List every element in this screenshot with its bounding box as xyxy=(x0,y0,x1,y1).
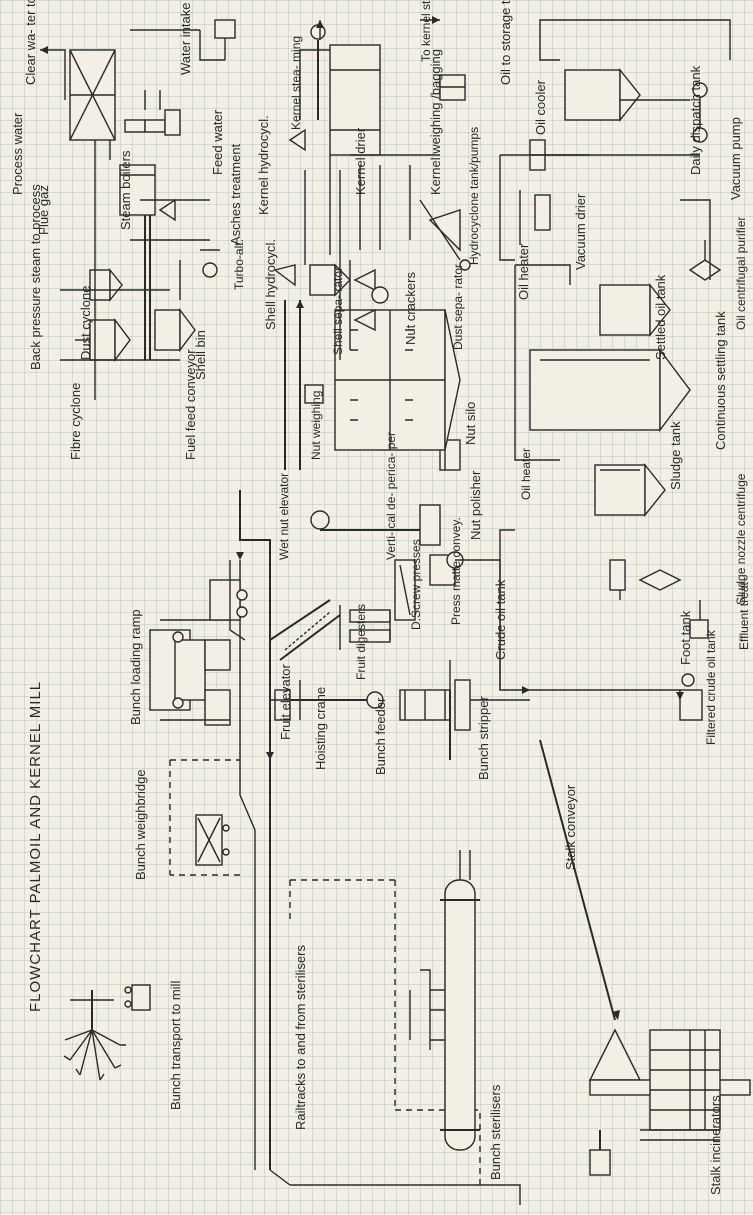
filtered-crude-oil-tank xyxy=(680,674,702,720)
label-nut-polisher: Nut polisher xyxy=(468,470,483,540)
daily-dispatch-tank xyxy=(565,70,640,120)
label-fibre-cyclone: Fibre cyclone xyxy=(68,383,83,460)
label-daily-dispatch-tank: Daily dispatch tank xyxy=(688,65,703,175)
label-to-kernel-storage: To kernel storage xyxy=(419,0,433,62)
filtered-oil-line xyxy=(530,690,680,700)
feed-water-tanks xyxy=(125,110,180,135)
label-continuous-settling-tank: Continuous settling tank xyxy=(713,311,728,450)
bottom-rail-loop xyxy=(270,1170,520,1205)
label-railtracks: Railtracks to and from sterilisers xyxy=(293,945,308,1130)
label-kernel-hydrocycl: Kernel hydrocycl. xyxy=(256,115,271,215)
turbo-alternator xyxy=(200,250,220,277)
label-bunch-stripper: Bunch stripper xyxy=(476,696,491,780)
water-intake xyxy=(215,20,235,60)
label-filtered-crude-oil-tank: Filtered crude oil tank xyxy=(704,629,718,745)
label-wet-nut-elevator: Wet nut elevator xyxy=(277,473,291,560)
label-process-water: Process water xyxy=(10,112,25,195)
label-turbo-alt: Turbo-alt. xyxy=(232,239,246,290)
label-oil-cooler: Oil cooler xyxy=(533,79,548,135)
continuous-settling-tank xyxy=(530,350,690,430)
label-kernel-weighing-bagging: Kernel weighing /bagging xyxy=(428,49,443,195)
label-kernel-steaming: Kernel stea- ming xyxy=(289,36,303,130)
label-hydrocyclone-tank: Hydrocyclone tank/pumps xyxy=(467,127,481,265)
stalk-conveyor-line xyxy=(540,740,615,1020)
label-nut-silo: Nut silo xyxy=(463,402,478,445)
label-oil-to-storage-tank: Oil to storage tank xyxy=(498,0,513,85)
label-bunch-feeder: Bunch feeder xyxy=(373,697,388,775)
label-shell-bin: Shell bin xyxy=(193,330,208,380)
label-vacuum-pump: Vacuum pump xyxy=(728,117,743,200)
vacuum-drier xyxy=(520,190,550,245)
label-water-intake: Water intake xyxy=(178,3,193,76)
dust-separator xyxy=(372,287,388,303)
label-foot-tank: Foot tank xyxy=(678,610,693,665)
sludge-tank xyxy=(595,465,665,515)
label-settled-oil-tank: Settled oil tank xyxy=(653,274,668,360)
palm-tree-icon xyxy=(64,990,126,1080)
label-oil-heater-2: Oil heater xyxy=(516,243,531,300)
kernel-weighing-bagging xyxy=(440,75,465,100)
kernel-steaming xyxy=(311,25,325,120)
label-clear-water-tower: Clear wa- ter tower xyxy=(23,0,38,85)
label-kernel-drier: Kernel drier xyxy=(353,127,368,195)
hydrocyclone-tank xyxy=(420,200,470,270)
bunch-sterilisers xyxy=(410,850,480,1150)
wet-nut-elevator xyxy=(285,300,300,470)
label-nut-crackers: Nut crackers xyxy=(403,272,418,345)
label-steam-boilers: Steam boilers xyxy=(118,150,133,230)
stalk-incinerators xyxy=(590,1030,750,1175)
label-vertical-depericarper: Verti- cal de- perica- per xyxy=(384,432,398,560)
label-bunch-weighbridge: Bunch weighbridge xyxy=(133,769,148,880)
label-flue-gaz: Flue gaz xyxy=(36,185,51,235)
fruit-elevator xyxy=(270,600,340,660)
bunch-transport-truck-icon xyxy=(125,985,150,1010)
railtrack-return xyxy=(240,560,255,1170)
label-stalk-incinerators: Stalk incinerators xyxy=(708,1095,723,1195)
label-bunch-sterilisers: Bunch sterilisers xyxy=(488,1084,503,1180)
label-sludge-nozzle-centrifuge: Sludge nozzle centrifuge xyxy=(734,473,748,605)
flowchart-title: FLOWCHART PALMOIL AND KERNEL MILL xyxy=(27,681,44,1012)
shell-bin xyxy=(155,310,195,350)
vertical-depericarper xyxy=(311,505,440,545)
nut-silo xyxy=(335,310,460,450)
label-asches-treatment: Asches treatment xyxy=(228,143,243,245)
label-sludge-tank: Sludge tank xyxy=(668,421,683,490)
label-stalk-conveyor: Stalk conveyor xyxy=(563,784,578,870)
label-fruit-elevator: Fruit elevator xyxy=(278,663,293,740)
bunch-weighbridge xyxy=(196,815,229,865)
label-screw-presses: D.Screw presses xyxy=(409,539,423,630)
clear-water-tower xyxy=(70,50,115,140)
label-shell-hydrocycl: Shell hydrocycl. xyxy=(263,239,278,330)
oil-centrifugal-purifier xyxy=(690,240,720,280)
label-bunch-loading-ramp: Bunch loading ramp xyxy=(128,609,143,725)
label-fruit-digesters: Fruit digesters xyxy=(354,604,368,680)
bunch-loading-ramp xyxy=(150,560,247,725)
label-feed-water: Feed water xyxy=(210,109,225,175)
kernel-hydrocyclone xyxy=(275,130,305,285)
label-vacuum-drier: Vacuum drier xyxy=(573,193,588,270)
sludge-nozzle-centrifuge xyxy=(610,560,680,600)
label-dust-cyclone: Dust cyclone xyxy=(78,286,93,360)
label-oil-heater-1: Oil heater xyxy=(519,448,533,500)
label-press-matte-conveyor: Press matte convey. xyxy=(449,517,463,625)
bunch-feeder-stripper xyxy=(400,660,530,760)
label-dust-separator: Dust sepa- rator xyxy=(451,264,465,350)
label-crude-oil-tank: Crude oil tank xyxy=(493,579,508,660)
fuel-feed-conveyor xyxy=(145,210,150,360)
label-nut-weighing: Nut weighing xyxy=(309,391,323,460)
label-oil-centrifugal-purifier: Oil centrifugal purifier xyxy=(734,217,748,330)
label-hoisting-crane: Hoisting crane xyxy=(313,687,328,770)
label-bunch-transport: Bunch transport to mill xyxy=(168,981,183,1110)
label-shell-separator: Shell sepa- rator xyxy=(331,267,345,355)
